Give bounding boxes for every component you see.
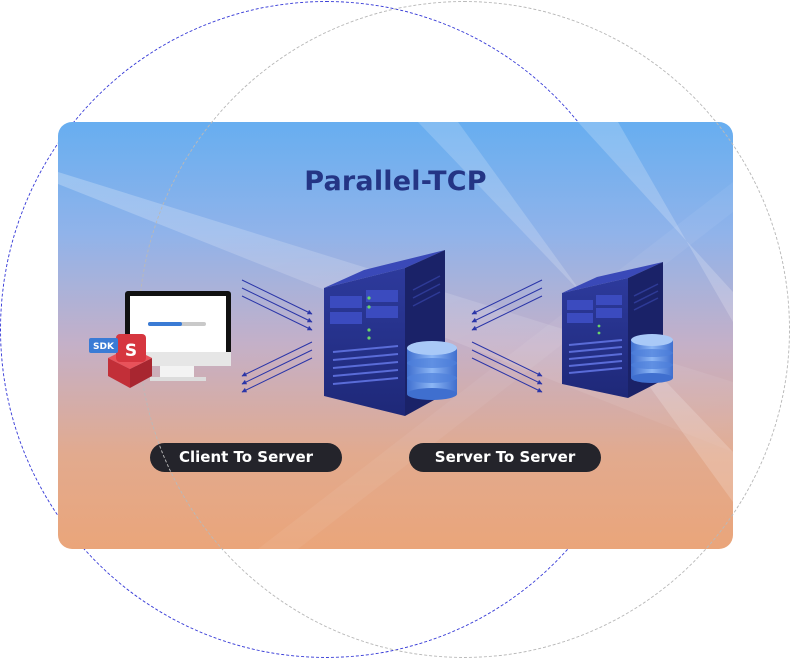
sdk-logo-letter: S xyxy=(125,341,137,361)
page-title: Parallel-TCP xyxy=(304,166,487,197)
database-icon xyxy=(407,341,457,400)
sdk-box-icon: S SDK xyxy=(89,334,152,388)
arrows-icon xyxy=(241,279,313,393)
sdk-badge: SDK xyxy=(93,342,115,352)
monitor-icon xyxy=(125,291,231,381)
label-server-to-server: Server To Server xyxy=(409,443,601,472)
arrows-icon xyxy=(471,279,543,393)
label-client-to-server: Client To Server xyxy=(150,443,342,472)
database-icon xyxy=(631,334,673,383)
